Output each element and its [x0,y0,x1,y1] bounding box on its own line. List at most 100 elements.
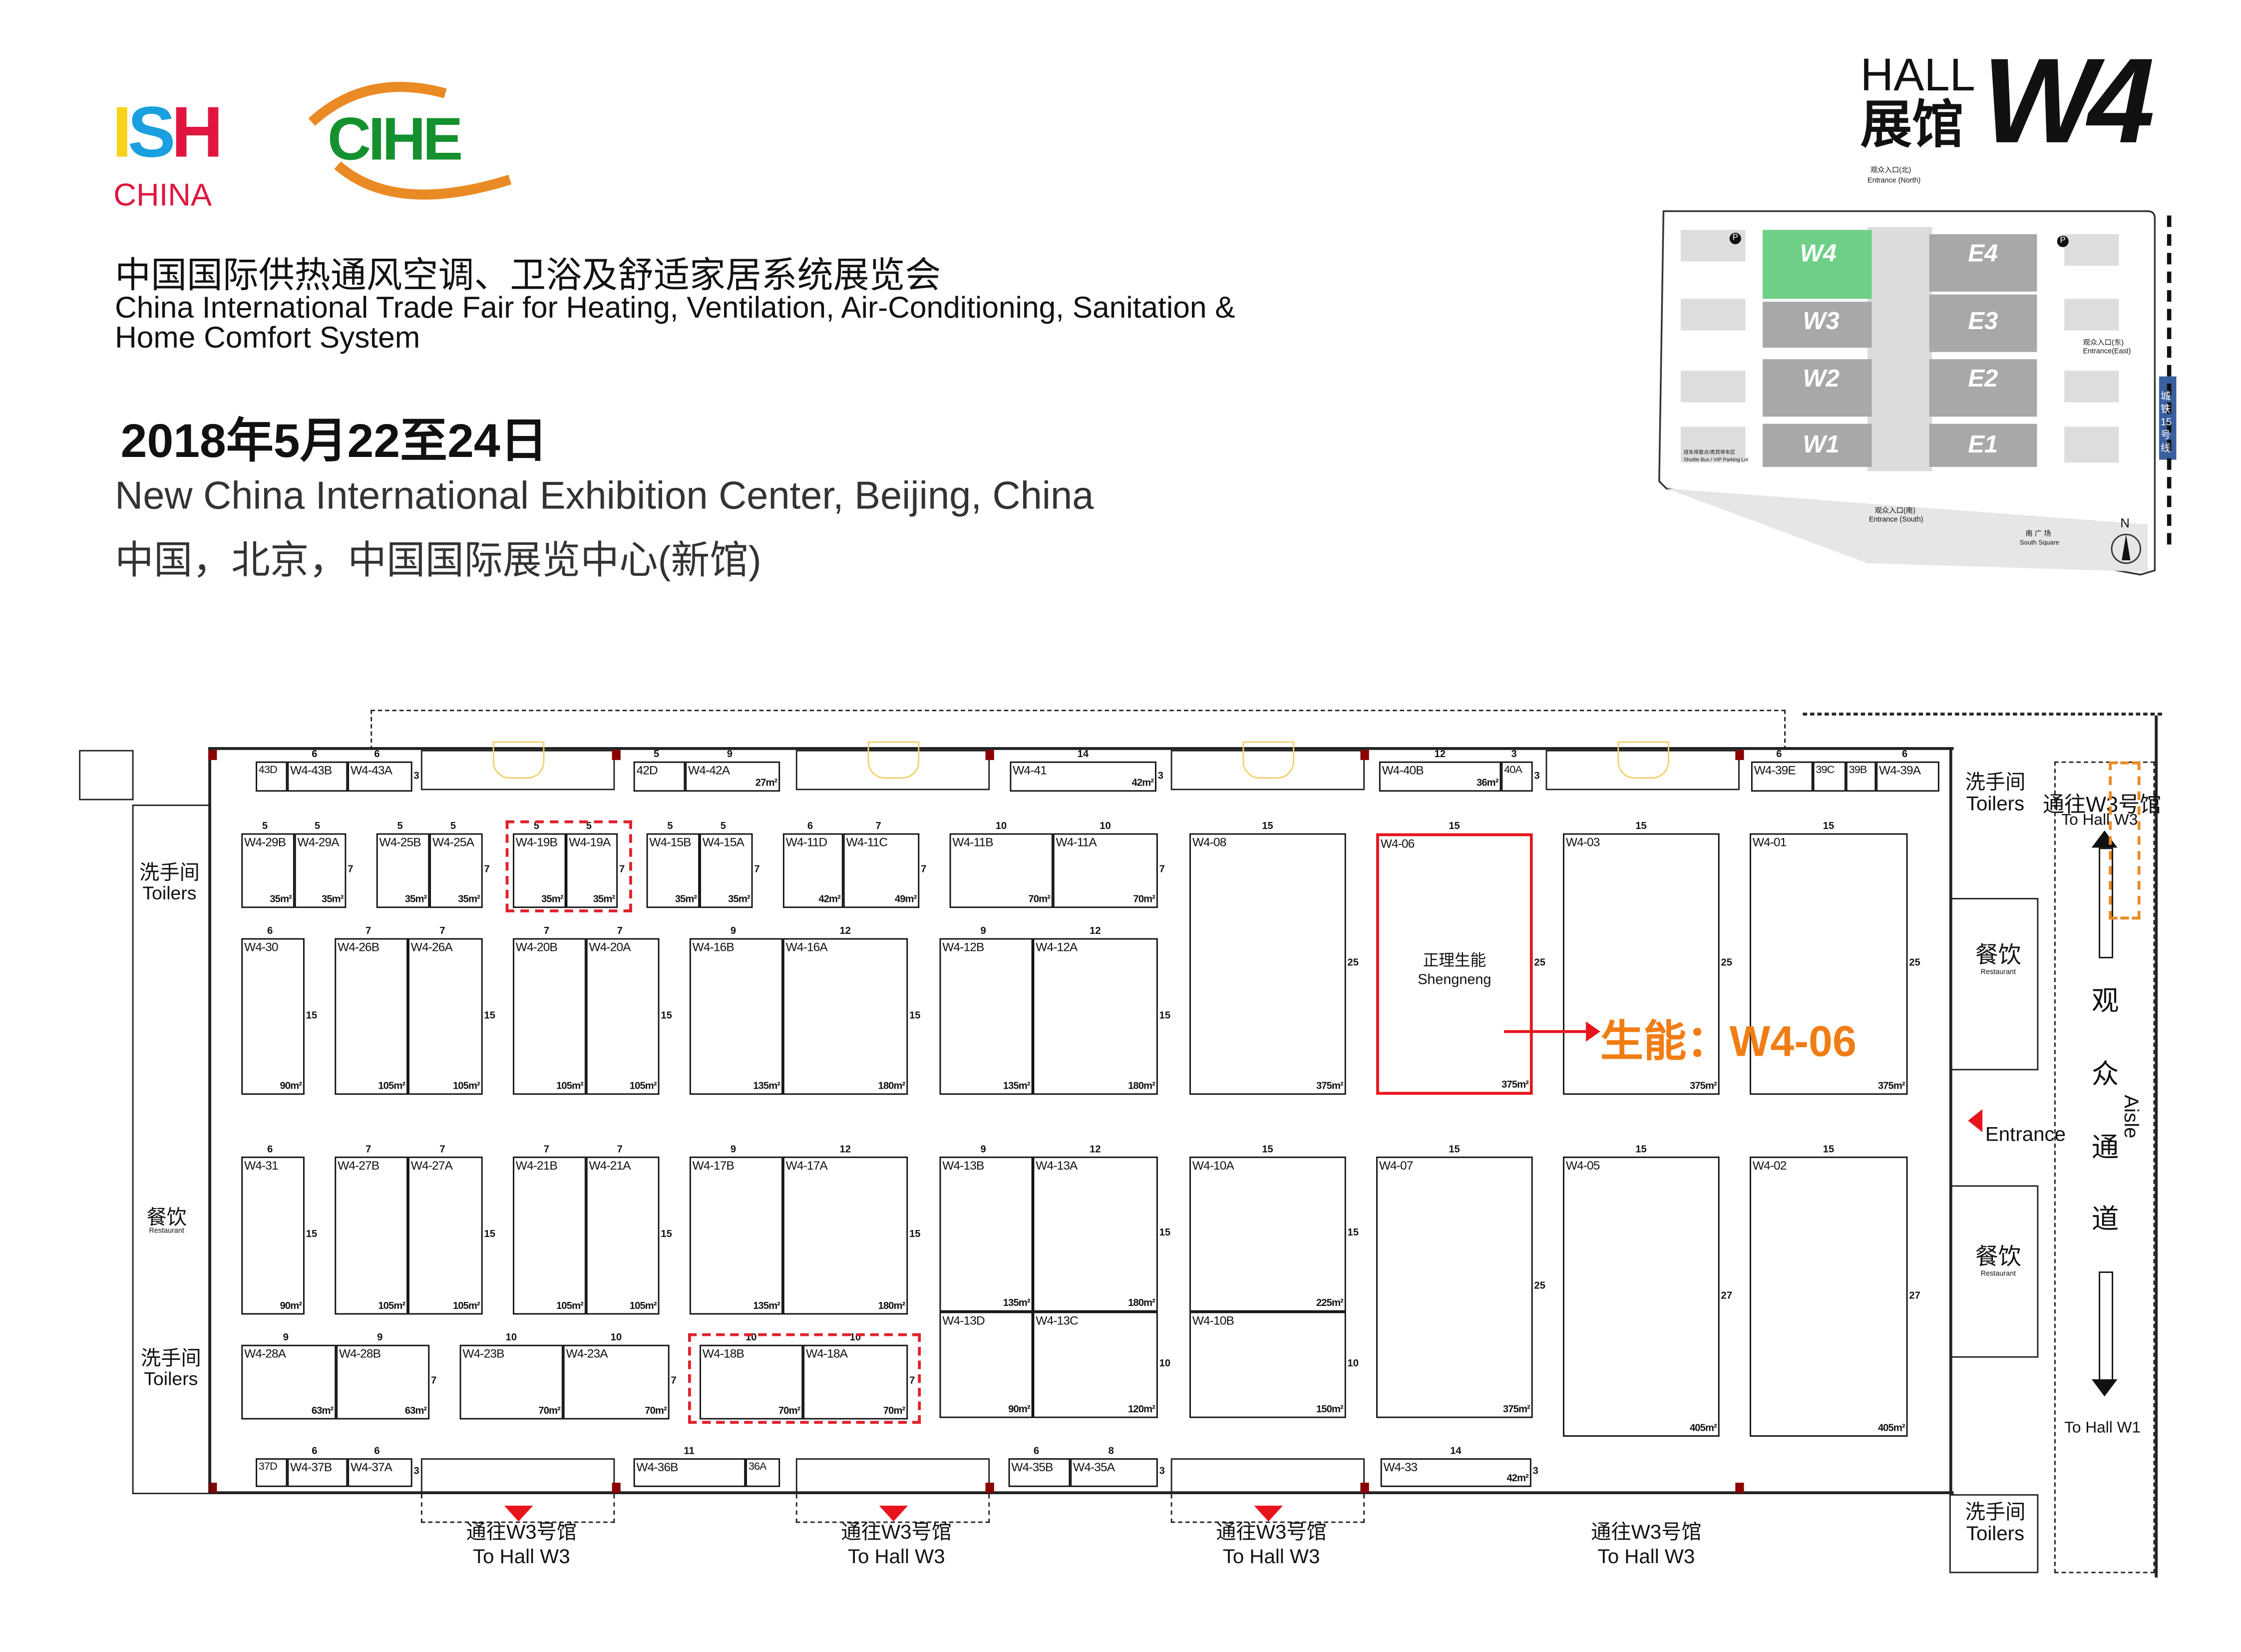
west-service-block [132,805,211,1494]
booth-depth-dimension: 15 [1347,1228,1359,1239]
booth-number: W4-26B [338,939,379,954]
booth-number: W4-07 [1379,1158,1414,1173]
booth-depth-dimension: 15 [1159,1228,1171,1239]
booth-number: W4-18B [702,1346,745,1361]
booth-number: W4-43A [350,763,392,778]
north-corridor-outline [371,710,1786,750]
booth-depth-dimension: 27 [1909,1290,1920,1301]
east-toilets-top: 洗手间 Toilers [1954,771,2037,814]
booth-area: 105m² [629,1082,657,1092]
booth-width-dimension: 10 [995,822,1007,832]
booth-depth-dimension: 7 [921,864,927,875]
booth-area: 135m² [1003,1298,1031,1309]
callout-text: 生能：W4-06 [1600,1018,1857,1066]
booth-depth-dimension: 3 [413,1467,419,1477]
booth-width-dimension: 6 [1902,750,1908,760]
booth-depth-dimension: 25 [1534,958,1545,969]
minimap-metro-line: 城铁15号线 [2160,392,2172,454]
minimap-hall-e2: E2 [1968,365,1998,393]
booth-number: W4-28B [339,1346,381,1361]
minimap-entrance-south-cn: 观众入口(南) [1874,507,1915,516]
booth-depth-dimension: 7 [671,1376,677,1387]
booth-number: W4-23B [462,1346,504,1361]
minimap-hall-w4: W4 [1800,240,1837,268]
booth-width-dimension: 12 [839,926,851,937]
booth-number: 42D [636,763,658,778]
west-stair [79,750,134,801]
booth-36a: 36A [746,1458,780,1487]
ish-logo-sub: CHINA [113,176,212,213]
booth-number: W4-25A [432,834,474,849]
east-service-block-lower [1949,1185,2039,1358]
booth-width-dimension: 5 [397,822,403,832]
booth-number: W4-20A [589,939,631,954]
booth-w4-35b: W4-35B [1008,1458,1071,1487]
booth-width-dimension: 10 [1100,822,1111,832]
toilets-label-cn: 洗手间 [1965,1500,2026,1523]
booth-w4-18b: W4-18B 70m² [700,1344,803,1420]
booth-number: 39B [1849,763,1868,776]
structural-column [612,1482,621,1493]
booth-number: W4-19B [515,834,558,849]
booth-number: W4-42A [688,763,730,778]
minimap-entrance-north-cn: 观众入口(北) [1870,166,1911,175]
booth-width-dimension: 15 [1823,1145,1835,1156]
booth-depth-dimension: 15 [484,1230,495,1240]
booth-number: W4-35A [1073,1459,1115,1474]
minimap-south-square-en: South Square [2019,538,2060,546]
booth-area: 27m² [755,779,777,789]
booth-w4-26b: W4-26B 105m² [335,938,408,1095]
booth-width-dimension: 14 [1450,1447,1462,1457]
booth-depth-dimension: 15 [306,1230,318,1240]
booth-width-dimension: 6 [1033,1447,1040,1457]
restaurant-label-cn: 餐饮 [1975,1245,2021,1270]
booth-width-dimension: 10 [505,1333,517,1343]
fair-title-en-line2: Home Comfort System [115,322,420,355]
booth-area: 35m² [593,895,615,905]
hall-west-wall [208,747,211,1494]
gate-vestibule [420,750,615,791]
booth-depth-dimension: 7 [754,864,760,875]
booth-number: W4-30 [244,939,279,954]
booth-number: W4-13C [1036,1313,1078,1328]
booth-width-dimension: 5 [720,822,727,832]
booth-number: W4-13A [1036,1158,1078,1173]
booth-number: W4-17A [785,1158,828,1173]
booth-width-dimension: 3 [1511,750,1517,760]
booth-number: W4-02 [1752,1158,1787,1173]
aisle-char-3: 通 [2091,1133,2119,1164]
booth-number: W4-27B [338,1158,379,1173]
booth-area: 90m² [1008,1405,1030,1415]
booth-number: 36A [748,1459,767,1473]
booth-depth-dimension: 3 [1157,771,1164,781]
east-toilets-lower-room [1949,1494,2039,1574]
booth-depth-dimension: 25 [1347,958,1359,969]
booth-area: 105m² [378,1082,405,1092]
structural-column [1735,1482,1744,1493]
highlight-w4-19 [505,820,632,912]
door-swing-icon [492,741,545,779]
booth-number: W4-36B [636,1459,678,1474]
arrow-down-icon [2091,1379,2118,1397]
booth-width-dimension: 7 [543,1145,550,1156]
booth-area: 70m² [778,1406,800,1417]
booth-area: 225m² [1316,1298,1344,1309]
minimap-parking-icon: P [2057,235,2069,247]
structural-column [208,750,217,760]
east-service-block [1949,898,2039,1071]
booth-area: 375m² [1316,1082,1344,1092]
